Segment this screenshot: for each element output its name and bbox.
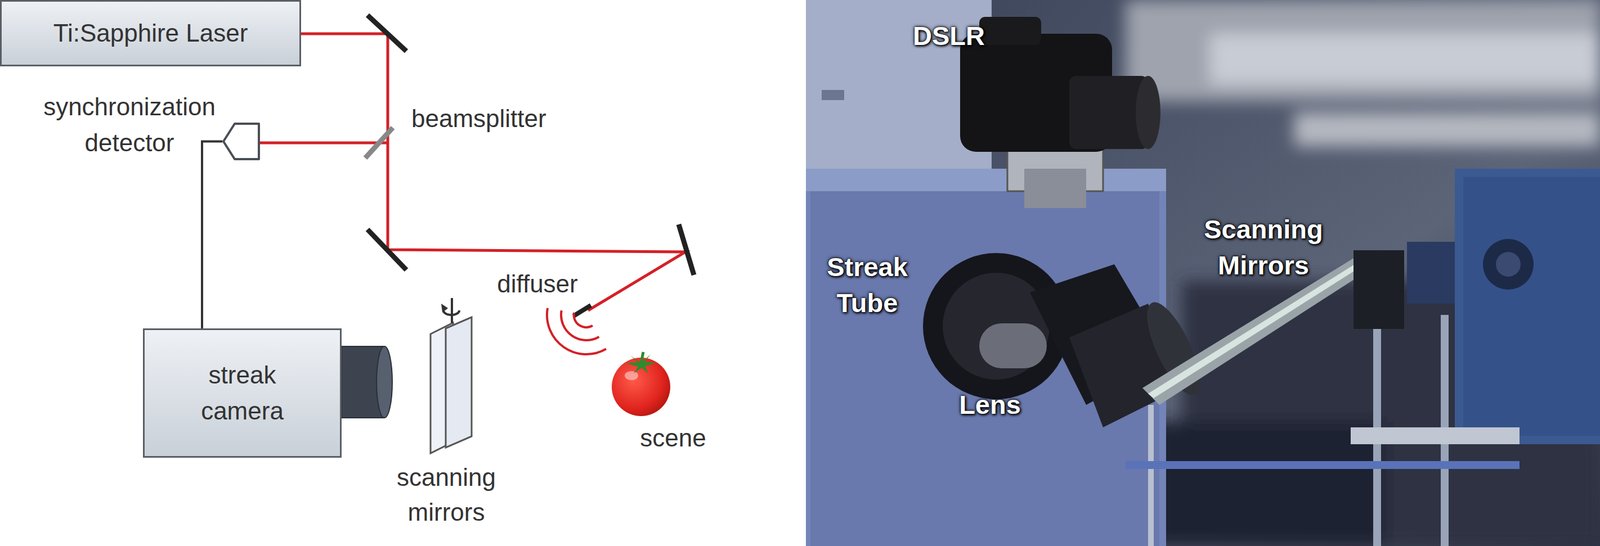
camera-box: streak camera	[142, 328, 342, 459]
node-text: streak camera	[177, 357, 308, 430]
detector-outline	[222, 122, 261, 161]
part-label: scanning mirrors	[373, 460, 520, 531]
part-label: diffuser	[469, 266, 605, 302]
beam-path	[260, 33, 686, 311]
tomato	[611, 352, 671, 417]
photo-label: Streak Tube	[802, 249, 932, 322]
photo	[805, 0, 1600, 546]
laser-box: Ti:Sapphire Laser	[0, 0, 302, 67]
part-label: scene	[616, 420, 730, 456]
photo-label: Lens	[933, 387, 1047, 424]
photo-label: Scanning Mirrors	[1167, 211, 1360, 284]
detector-label: synchronization detector	[22, 88, 237, 161]
scanning-mirror-symbol	[430, 298, 472, 454]
streak-lens	[341, 346, 393, 419]
photo-label: DSLR	[886, 18, 1011, 55]
node-text: Ti:Sapphire Laser	[53, 15, 249, 51]
detector-symbol: synchronization detector	[222, 122, 261, 161]
signal-wire	[202, 141, 223, 330]
part-label: beamsplitter	[411, 101, 592, 137]
mirrors	[365, 15, 694, 317]
diffuse-waves	[547, 308, 607, 355]
